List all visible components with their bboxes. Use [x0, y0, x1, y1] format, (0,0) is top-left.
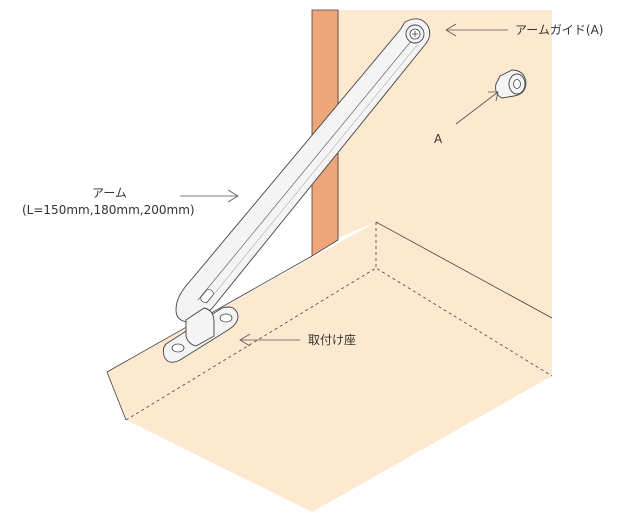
arm	[175, 18, 431, 323]
arrow-part-a	[455, 91, 499, 125]
arm-guide-part	[495, 69, 527, 99]
wall-bottom-edge	[375, 221, 553, 319]
hidden-line-front	[125, 267, 553, 421]
callout-arrows	[180, 23, 508, 347]
arm-inner-line-2	[205, 43, 419, 305]
mount-hole-right	[219, 313, 233, 323]
arrow-arm-head	[227, 189, 239, 203]
label-part-a: A	[434, 132, 443, 146]
mount-base	[162, 306, 239, 363]
arrow-part-a-head	[488, 91, 499, 102]
frame-surface	[107, 222, 552, 512]
mount-hole-left	[171, 343, 185, 353]
label-arm-guide: アームガイド(A)	[515, 23, 604, 37]
mount-block	[185, 307, 215, 347]
frame-left-edge	[106, 371, 127, 421]
arm-guide-hole	[513, 79, 521, 89]
arm-inner-line	[197, 39, 413, 301]
arrow-mount-base-head	[239, 333, 251, 347]
label-arm-lengths: (L=150mm,180mm,200mm)	[22, 203, 195, 217]
arm-slot	[200, 288, 214, 304]
label-arm-title: アーム	[92, 186, 127, 200]
label-mount-base: 取付け座	[308, 333, 357, 347]
arrow-arm-guide-head	[445, 23, 457, 37]
